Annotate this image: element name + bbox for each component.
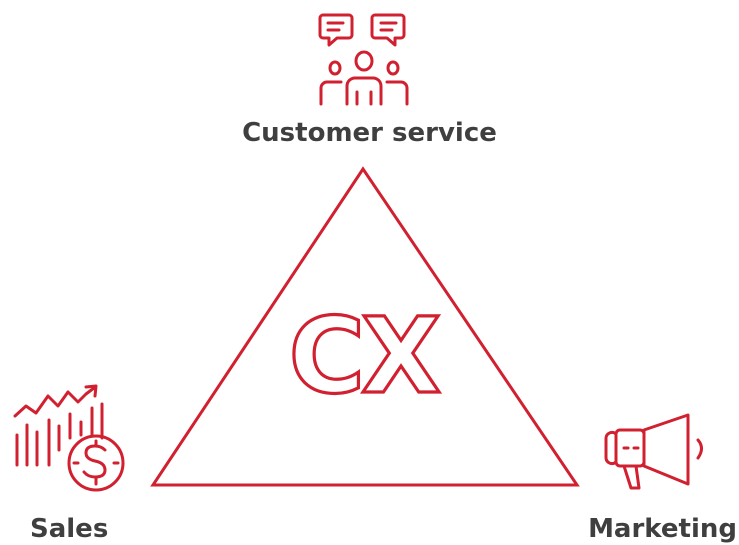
cx-center-text: CX [289,295,440,417]
megaphone-icon [604,413,703,490]
customer-service-label: Customer service [242,118,497,148]
marketing-label: Marketing [588,514,737,544]
sales-label: Sales [30,514,109,544]
sales-chart-dollar-icon [13,384,125,492]
triangle-outline [150,166,580,487]
customer-service-icon [318,13,409,106]
